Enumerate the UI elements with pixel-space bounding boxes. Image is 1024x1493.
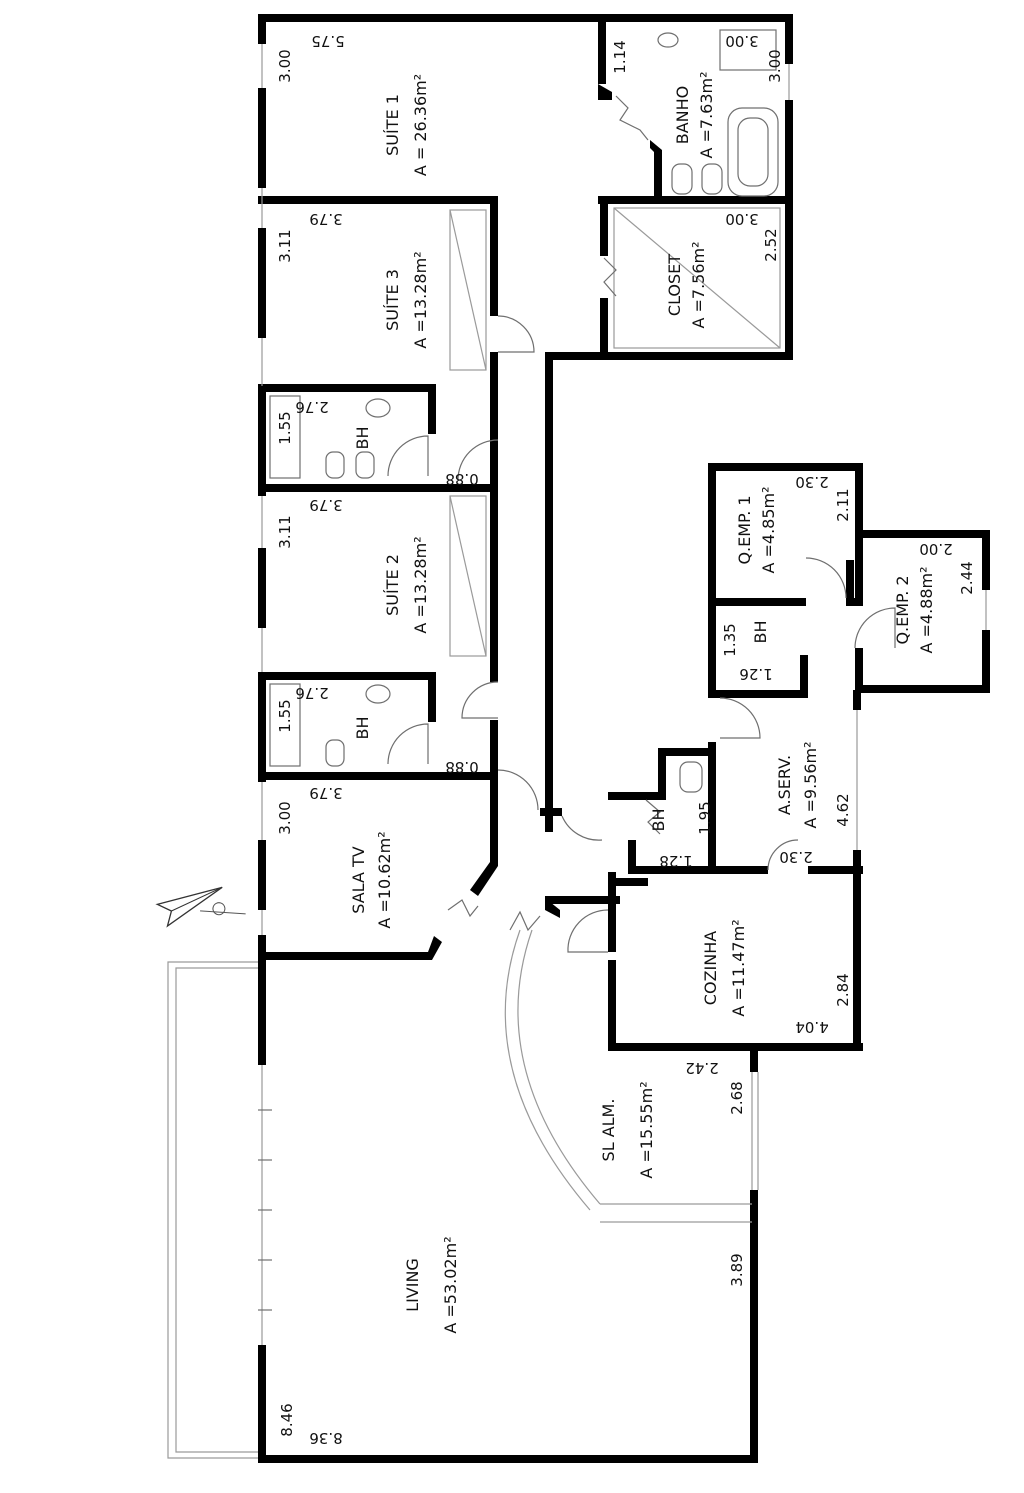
dim-label: 1.35 — [721, 623, 739, 656]
room-area: A =15.55m² — [637, 1081, 656, 1178]
room-name: BH — [649, 808, 668, 831]
dim-label: 3.79 — [309, 784, 342, 802]
room-banho: BANHO A =7.63m² — [673, 71, 716, 158]
dim-label: 1.28 — [659, 852, 692, 870]
dim-label: 4.62 — [834, 793, 852, 826]
room-area: A =9.56m² — [801, 741, 820, 828]
room-area: A =7.63m² — [697, 71, 716, 158]
room-area: A =53.02m² — [441, 1236, 460, 1333]
room-suite1: SUÍTE 1 A = 26.36m² — [383, 74, 430, 176]
dim-label: 2.11 — [834, 488, 852, 521]
room-bh-top: BH — [353, 426, 372, 449]
dimension-labels: 3.00 1.14 3.00 3.11 2.52 1.55 3.11 1.55 … — [276, 32, 976, 1447]
room-name: Q.EMP. 1 — [735, 495, 754, 564]
dim-label: 8.36 — [309, 1429, 342, 1447]
dim-label: 2.30 — [795, 473, 828, 491]
room-name: BANHO — [673, 86, 692, 145]
dim-label: 3.11 — [276, 515, 294, 548]
dim-label: 2.76 — [295, 684, 328, 702]
room-qemp2: Q.EMP. 2 A =4.88m² — [893, 566, 936, 653]
room-name: BH — [353, 426, 372, 449]
room-suite3: SUÍTE 3 A =13.28m² — [383, 251, 430, 348]
dim-label: 1.55 — [276, 411, 294, 444]
room-bh-mid: BH — [353, 716, 372, 739]
dim-label: 0.88 — [445, 470, 478, 488]
dim-label: 3.00 — [725, 210, 758, 228]
room-name: SUÍTE 1 — [383, 94, 402, 156]
room-area: A = 26.36m² — [411, 74, 430, 176]
room-area: A =13.28m² — [411, 251, 430, 348]
dim-label: 2.68 — [728, 1081, 746, 1114]
room-name: COZINHA — [701, 931, 720, 1005]
dim-label: 3.11 — [276, 229, 294, 262]
dim-label: 5.75 — [311, 32, 344, 50]
dim-label: 3.00 — [276, 49, 294, 82]
room-area: A =4.88m² — [917, 566, 936, 653]
room-name: Q.EMP. 2 — [893, 575, 912, 644]
dim-label: 0.88 — [445, 758, 478, 776]
dim-label: 1.26 — [739, 665, 772, 683]
room-bh-emp: BH — [751, 620, 770, 643]
room-name: SALA TV — [349, 846, 368, 913]
dim-label: 2.52 — [762, 228, 780, 261]
room-area: A =10.62m² — [375, 831, 394, 928]
dim-label: 3.79 — [309, 496, 342, 514]
dim-label: 3.79 — [309, 210, 342, 228]
room-area: A =7.56m² — [689, 241, 708, 328]
room-sala-tv: SALA TV A =10.62m² — [349, 831, 394, 928]
room-cozinha: COZINHA A =11.47m² — [701, 919, 748, 1016]
room-labels: SUÍTE 1 A = 26.36m² BANHO A =7.63m² SUÍT… — [349, 71, 936, 1333]
room-name: SL ALM. — [599, 1099, 618, 1162]
thin-details — [167, 29, 987, 1459]
dim-label: 1.55 — [276, 699, 294, 732]
dim-label: 3.89 — [728, 1253, 746, 1286]
dim-label: 2.42 — [685, 1059, 718, 1077]
room-name: CLOSET — [665, 254, 684, 316]
room-area: A =4.85m² — [759, 486, 778, 573]
dim-label: 2.30 — [779, 848, 812, 866]
room-name: A.SERV. — [775, 755, 794, 815]
dim-label: 3.00 — [276, 801, 294, 834]
room-name: SUÍTE 2 — [383, 554, 402, 616]
room-closet: CLOSET A =7.56m² — [665, 241, 708, 328]
room-suite2: SUÍTE 2 A =13.28m² — [383, 536, 430, 633]
dim-label: 1.14 — [611, 40, 629, 73]
room-area: A =13.28m² — [411, 536, 430, 633]
dim-label: 4.04 — [795, 1018, 828, 1036]
dim-label: 2.00 — [919, 540, 952, 558]
dim-label: 3.00 — [766, 49, 784, 82]
room-name: LIVING — [403, 1258, 422, 1312]
north-arrow-icon — [155, 886, 246, 928]
dim-label: 1.95 — [696, 801, 714, 834]
room-name: BH — [751, 620, 770, 643]
room-a-serv: A.SERV. A =9.56m² — [775, 741, 820, 828]
room-name: SUÍTE 3 — [383, 269, 402, 331]
room-living: LIVING A =53.02m² — [403, 1236, 460, 1333]
room-sl-alm: SL ALM. A =15.55m² — [599, 1081, 656, 1178]
dim-label: 3.00 — [725, 32, 758, 50]
dim-label: 2.44 — [958, 561, 976, 594]
walls — [258, 14, 990, 1463]
room-qemp1: Q.EMP. 1 A =4.85m² — [735, 486, 778, 573]
room-bh-serv: BH — [649, 808, 668, 831]
dim-label: 8.46 — [278, 1403, 296, 1436]
room-name: BH — [353, 716, 372, 739]
dim-label: 2.76 — [295, 398, 328, 416]
room-area: A =11.47m² — [729, 919, 748, 1016]
dim-label: 2.84 — [834, 973, 852, 1006]
